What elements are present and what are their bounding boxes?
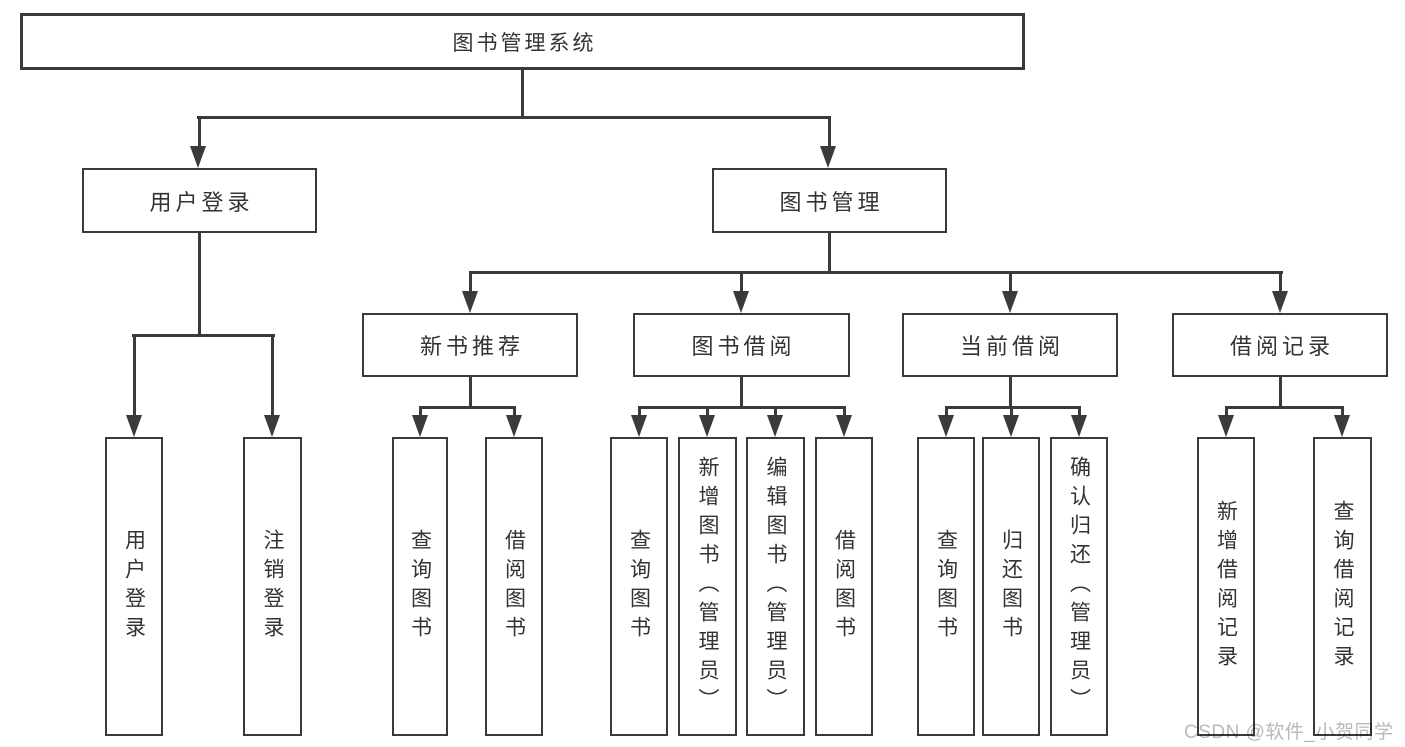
leaf-label: 新增借阅记录 bbox=[1214, 499, 1238, 674]
arrow-down-icon bbox=[506, 415, 522, 437]
node-borrowing-records: 借阅记录 bbox=[1172, 313, 1388, 377]
watermark: CSDN @软件_小贺同学 bbox=[1184, 722, 1394, 743]
connector-recommend-stem bbox=[469, 271, 472, 293]
node-label: 图书管理系统 bbox=[452, 31, 597, 55]
arrow-down-icon bbox=[126, 415, 142, 437]
leaf-borrow-add-books-admin: 新增图书（管理员） bbox=[678, 437, 737, 736]
node-label: 图书借阅 bbox=[691, 334, 796, 359]
leaf-label: 确认归还（管理员） bbox=[1067, 456, 1091, 717]
arrow-down-icon bbox=[412, 415, 428, 437]
leaf-recommend-query-books: 查询图书 bbox=[392, 437, 448, 736]
connector-mgmt-split bbox=[469, 271, 1283, 274]
connector-leaf-stem bbox=[1225, 406, 1228, 417]
connector-leaf-stem bbox=[843, 406, 846, 417]
connector-leaf-stem bbox=[638, 406, 641, 417]
arrow-down-icon bbox=[1218, 415, 1234, 437]
connector-current-stem bbox=[1009, 271, 1012, 293]
leaf-borrow-query-books: 查询图书 bbox=[610, 437, 668, 736]
arrow-down-icon bbox=[938, 415, 954, 437]
leaf-records-add-record: 新增借阅记录 bbox=[1197, 437, 1255, 736]
arrow-down-icon bbox=[836, 415, 852, 437]
connector-root-split bbox=[197, 116, 831, 119]
node-current-borrowing: 当前借阅 bbox=[902, 313, 1118, 377]
connector-leaf-stem bbox=[513, 406, 516, 417]
node-label: 图书管理 bbox=[779, 189, 884, 215]
leaf-current-return-books: 归还图书 bbox=[982, 437, 1040, 736]
connector-recommend-split bbox=[419, 406, 516, 409]
arrow-down-icon bbox=[820, 146, 836, 168]
connector-book-mgmt-stem bbox=[828, 116, 831, 148]
connector-root-stem bbox=[521, 70, 524, 118]
arrow-down-icon bbox=[1002, 291, 1018, 313]
connector-leaf-stem bbox=[1341, 406, 1344, 417]
node-book-borrowing: 图书借阅 bbox=[633, 313, 850, 377]
arrow-down-icon bbox=[190, 146, 206, 168]
arrow-down-icon bbox=[264, 415, 280, 437]
connector-borrow-down bbox=[740, 377, 743, 408]
connector-leaf-stem bbox=[1078, 406, 1081, 417]
connector-user-login-stem bbox=[198, 116, 201, 148]
leaf-label: 查询图书 bbox=[408, 528, 432, 645]
arrow-down-icon bbox=[462, 291, 478, 313]
leaf-user-login: 用户登录 bbox=[105, 437, 163, 736]
connector-recommend-down bbox=[469, 377, 472, 408]
leaf-label: 新增图书（管理员） bbox=[696, 456, 719, 717]
connector-borrow-stem bbox=[740, 271, 743, 293]
leaf-recommend-borrow-books: 借阅图书 bbox=[485, 437, 543, 736]
node-label: 借阅记录 bbox=[1229, 334, 1334, 359]
arrow-down-icon bbox=[1272, 291, 1288, 313]
leaf-label: 借阅图书 bbox=[502, 528, 526, 645]
connector-mgmt-stem bbox=[828, 233, 831, 274]
arrow-down-icon bbox=[1071, 415, 1087, 437]
connector-leaf-stem bbox=[419, 406, 422, 417]
connector-leaf-stem bbox=[706, 406, 709, 417]
leaf-current-confirm-return-admin: 确认归还（管理员） bbox=[1050, 437, 1108, 736]
leaf-label: 查询图书 bbox=[934, 528, 958, 645]
connector-borrow-split bbox=[638, 406, 846, 409]
leaf-current-query-books: 查询图书 bbox=[917, 437, 975, 736]
node-label: 当前借阅 bbox=[959, 334, 1064, 359]
leaf-label: 注销登录 bbox=[261, 528, 284, 645]
node-book-management: 图书管理 bbox=[712, 168, 947, 233]
connector-records-down bbox=[1279, 377, 1282, 408]
node-library-system: 图书管理系统 bbox=[20, 13, 1025, 70]
leaf-label: 用户登录 bbox=[122, 528, 146, 645]
leaf-label: 编辑图书（管理员） bbox=[764, 456, 787, 717]
connector-leaf-stem bbox=[271, 334, 274, 417]
arrow-down-icon bbox=[1334, 415, 1350, 437]
arrow-down-icon bbox=[699, 415, 715, 437]
connector-current-down bbox=[1009, 377, 1012, 408]
leaf-label: 查询图书 bbox=[627, 528, 651, 645]
leaf-label: 查询借阅记录 bbox=[1331, 499, 1354, 674]
arrow-down-icon bbox=[733, 291, 749, 313]
connector-leaf-stem bbox=[774, 406, 777, 417]
node-label: 用户登录 bbox=[149, 189, 254, 215]
arrow-down-icon bbox=[631, 415, 647, 437]
leaf-borrow-borrow-books: 借阅图书 bbox=[815, 437, 873, 736]
node-label: 新书推荐 bbox=[419, 334, 524, 359]
leaf-borrow-edit-books-admin: 编辑图书（管理员） bbox=[746, 437, 805, 736]
connector-leaf-stem bbox=[133, 334, 136, 417]
connector-records-stem bbox=[1279, 271, 1282, 293]
leaf-records-query-record: 查询借阅记录 bbox=[1313, 437, 1372, 736]
leaf-label: 归还图书 bbox=[999, 528, 1023, 645]
node-user-login: 用户登录 bbox=[82, 168, 317, 233]
arrow-down-icon bbox=[767, 415, 783, 437]
arrow-down-icon bbox=[1003, 415, 1019, 437]
node-new-book-recommend: 新书推荐 bbox=[362, 313, 578, 377]
leaf-label: 借阅图书 bbox=[832, 528, 856, 645]
leaf-logout: 注销登录 bbox=[243, 437, 302, 736]
connector-userlogin-down bbox=[198, 233, 201, 337]
connector-records-split bbox=[1226, 406, 1343, 409]
connector-leaf-stem bbox=[945, 406, 948, 417]
connector-leaf-stem bbox=[1010, 406, 1013, 417]
connector-userlogin-split bbox=[132, 334, 275, 337]
